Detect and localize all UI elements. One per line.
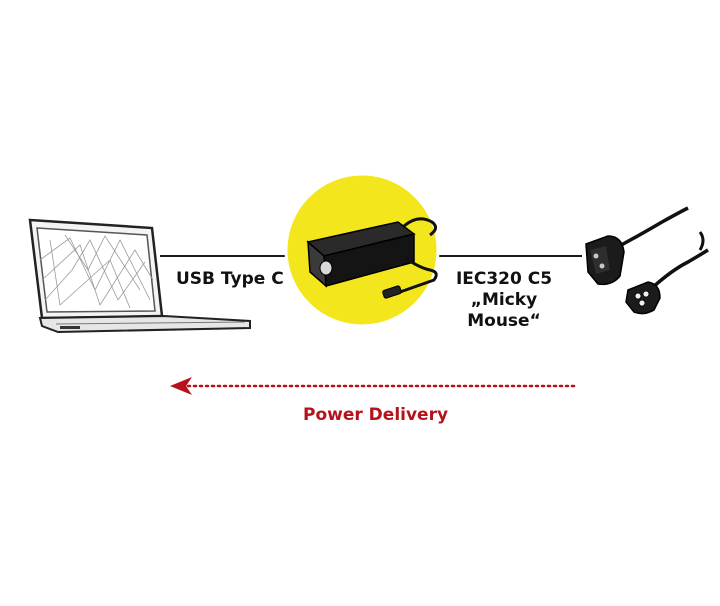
- laptop-icon: [28, 218, 251, 334]
- power-delivery-arrow: [170, 377, 576, 395]
- power-delivery-label: Power Delivery: [303, 405, 449, 425]
- iec-label-line1: IEC320 C5: [455, 269, 553, 289]
- iec-label-line2: „Micky: [470, 290, 538, 310]
- power-plug-icon: [585, 206, 709, 315]
- iec-label-line3: Mouse“: [467, 311, 541, 331]
- usb-type-c-label: USB Type C: [176, 269, 284, 289]
- power-adapter-icon: [284, 172, 440, 328]
- iec-label-group: IEC320 C5 „Micky Mouse“: [449, 269, 559, 332]
